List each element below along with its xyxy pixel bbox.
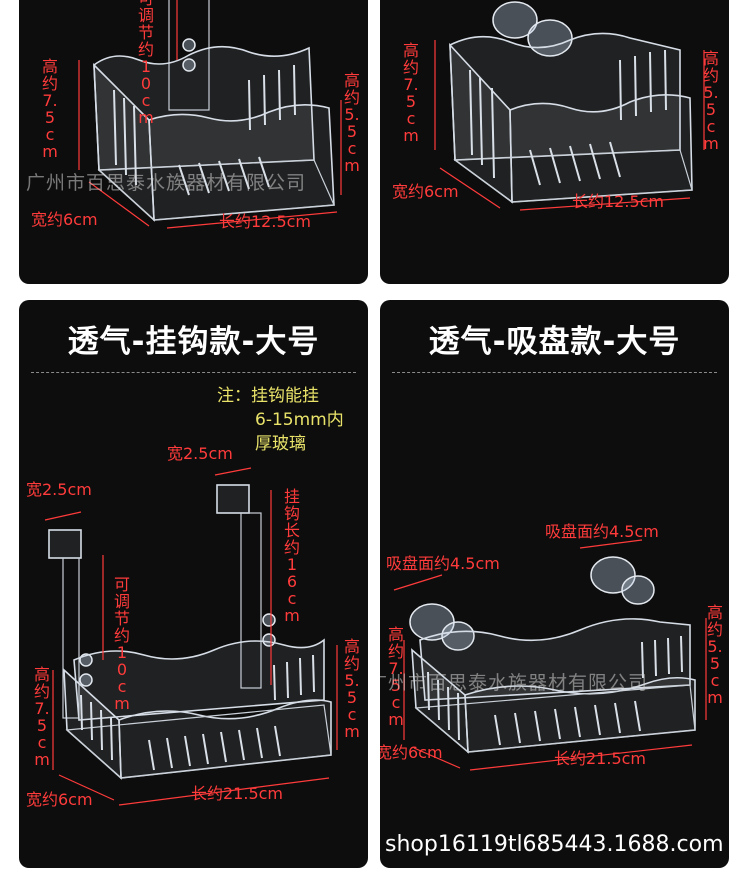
length-label: 长约21.5cm (191, 784, 284, 803)
height-tall-label: 高约7.5cm (33, 665, 50, 769)
left-hook-width-label: 宽2.5cm (26, 480, 92, 499)
width-label: 宽约6cm (26, 790, 93, 809)
height-short-label: 高约5.5cm (343, 637, 360, 741)
panel-title: 透气-挂钩款-大号 (67, 324, 320, 360)
title-divider (31, 372, 356, 373)
hook-box-large-illustration (44, 467, 338, 806)
width-label: 宽约6cm (392, 182, 459, 201)
right-cup-label: 吸盘面约4.5cm (545, 522, 659, 541)
note-line-2: 6-15mm内 (255, 410, 344, 430)
height-tall-label: 高约7.5cm (402, 41, 419, 145)
note-line-1: 注：挂钩能挂 (217, 386, 319, 406)
height-tall-label: 高约7.5cm (387, 625, 404, 729)
adjust-length-label: 可调节约10cm (137, 0, 154, 127)
length-label: 长约12.5cm (219, 212, 312, 231)
hook-length-label: 挂钩长约16cm (283, 487, 300, 625)
width-label: 宽约6cm (380, 743, 443, 762)
product-panel-hook-large: 透气-挂钩款-大号 注：挂钩能挂 6-1 (19, 300, 368, 868)
suction-box-large-illustration (393, 539, 707, 771)
product-panel-top-right: 高约7.5cm 高约5.5cm 宽约6cm 长约12.5cm (380, 0, 729, 284)
product-panel-suction-large: 透气-吸盘款-大号 吸盘面约4.5cm 吸盘面约4.5cm 高约7.5cm 高约… (380, 300, 729, 868)
left-cup-label: 吸盘面约4.5cm (386, 554, 500, 573)
length-label: 长约12.5cm (572, 192, 665, 211)
height-tall-label: 高约7.5cm (41, 57, 58, 161)
panel-title: 透气-吸盘款-大号 (428, 324, 681, 360)
note-line-3: 厚玻璃 (255, 434, 306, 454)
height-short-label: 高约5.5cm (702, 49, 719, 153)
title-divider (392, 372, 717, 373)
right-hook-width-label: 宽2.5cm (167, 444, 233, 463)
hook-note: 注：挂钩能挂 6-15mm内 厚玻璃 (217, 384, 344, 456)
shop-url: shop16119tl685443.1688.com (385, 832, 724, 857)
height-short-label: 高约5.5cm (706, 603, 723, 707)
width-label: 宽约6cm (31, 210, 98, 229)
watermark: 广州市百思泰水族器材有限公司 (380, 672, 649, 694)
length-label: 长约21.5cm (554, 749, 647, 768)
watermark: 广州市百思泰水族器材有限公司 (26, 172, 307, 194)
adjust-length-label: 可调节约10cm (113, 575, 130, 713)
product-panel-top-left: 可调节约10cm 高约7.5cm 高约5.5cm 宽约6cm 长约12.5cm … (19, 0, 368, 284)
height-short-label: 高约5.5cm (343, 71, 360, 175)
hook-box-small-illustration (78, 0, 342, 229)
suction-box-small-illustration (434, 1, 705, 211)
